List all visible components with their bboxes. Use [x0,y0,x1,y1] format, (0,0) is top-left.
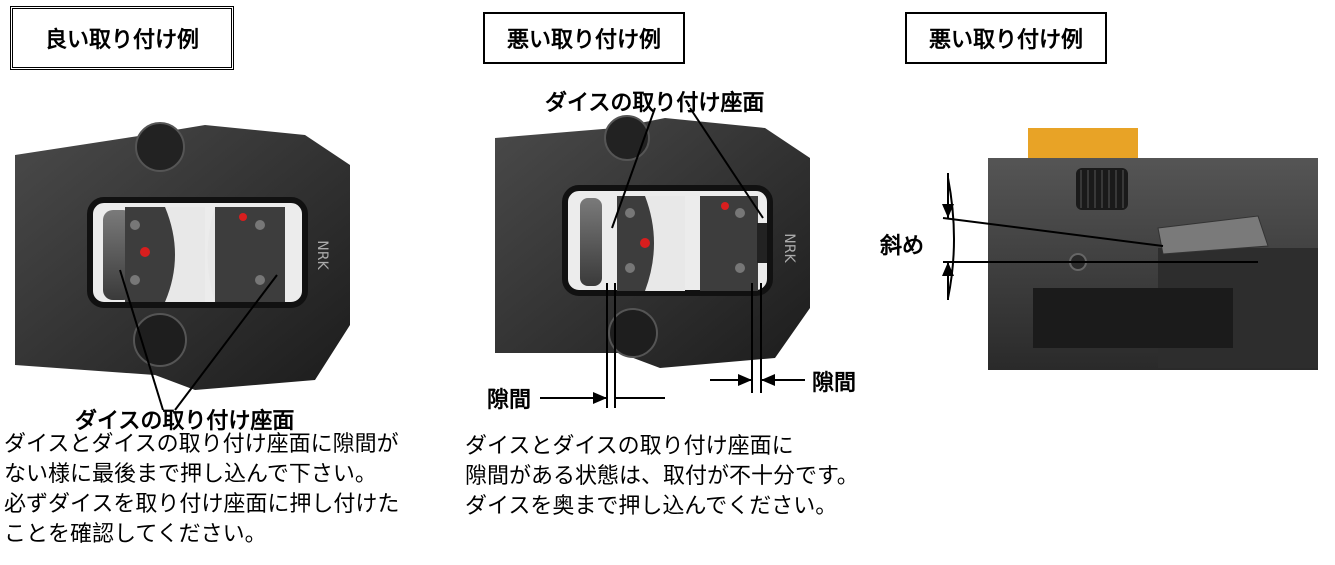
gap-label-left: 隙間 [487,388,532,413]
description-good: ダイスとダイスの取り付け座面に隙間が ない様に最後まで押し込んで下さい。 必ずダ… [4,430,399,550]
photo-good-crimper: NRK [15,122,350,411]
engraving-good: NRK [314,240,330,270]
photo-bad-gap-crimper: NRK [495,107,810,408]
desc-good-line-1: ダイスとダイスの取り付け座面に隙間が [4,432,399,457]
desc-bad-line-2: 隙間がある状態は、取付が不十分です。 [465,464,859,489]
description-bad-gap: ダイスとダイスの取り付け座面に 隙間がある状態は、取付が不十分です。 ダイスを奥… [465,432,859,522]
heading-bad-gap: 悪い取り付け例 [483,12,685,64]
gap-label-right: 隙間 [812,371,857,396]
desc-good-line-2: ない様に最後まで押し込んで下さい。 [4,462,377,487]
desc-bad-line-3: ダイスを奥まで押し込んでください。 [465,494,838,519]
heading-bad-tilt-text: 悪い取り付け例 [928,28,1083,53]
heading-good: 良い取り付け例 [10,6,234,70]
desc-good-line-4: ことを確認してください。 [4,522,267,547]
heading-bad-gap-text: 悪い取り付け例 [506,28,661,53]
caption-bad-gap: ダイスの取り付け座面 [545,91,765,116]
tilt-label: 斜め [880,234,925,259]
heading-good-text: 良い取り付け例 [44,28,199,53]
photo-bad-tilt-crimper [942,128,1318,370]
desc-good-line-3: 必ずダイスを取り付け座面に押し付けた [4,492,400,517]
caption-good: ダイスの取り付け座面 [75,409,295,434]
desc-bad-line-1: ダイスとダイスの取り付け座面に [465,434,794,459]
heading-bad-tilt: 悪い取り付け例 [905,12,1107,64]
engraving-bad: NRK [781,233,797,263]
